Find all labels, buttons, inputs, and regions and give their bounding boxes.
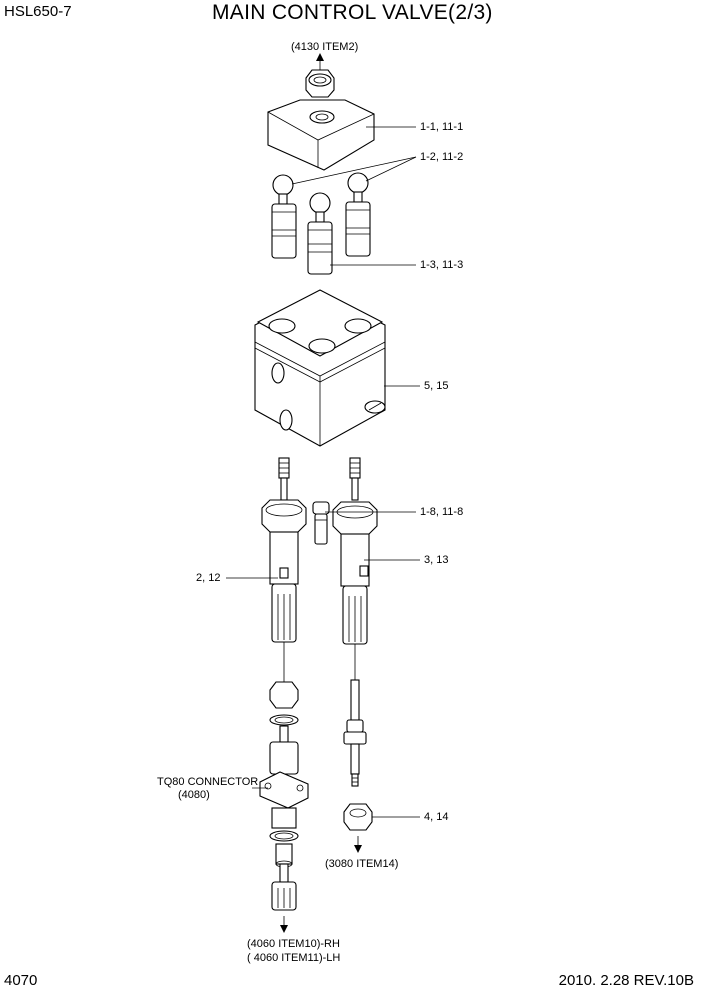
down-arrow-bottom-icon [280, 916, 288, 933]
handle-left [261, 457, 307, 682]
bolt [312, 501, 330, 545]
ball-left [272, 174, 294, 205]
rod-right [343, 679, 367, 787]
nut-label: 4, 14 [424, 811, 449, 823]
ref-lh-label: ( 4060 ITEM11)-LH [247, 952, 341, 964]
cover-label: 1-1, 11-1 [420, 121, 464, 133]
spool-label: 1-3, 11-3 [420, 259, 464, 271]
body-label: 5, 15 [424, 380, 449, 392]
connector-stack [259, 681, 309, 911]
ref-top-label: (4130 ITEM2) [291, 41, 359, 53]
ref-nut-label: (3080 ITEM14) [325, 858, 399, 870]
down-arrow-icon [354, 836, 362, 853]
nut-right [343, 803, 373, 831]
spool-right [345, 201, 371, 257]
leader-lines [226, 126, 420, 818]
bolt-label: 1-8, 11-8 [420, 506, 464, 518]
handle-left-label: 2, 12 [196, 572, 221, 584]
page-title: MAIN CONTROL VALVE(2/3) [212, 1, 493, 24]
ref-rh-label: (4060 ITEM10)-RH [247, 938, 340, 950]
ball-label: 1-2, 11-2 [420, 151, 464, 163]
page-number: 4070 [4, 972, 38, 989]
ball-right [347, 172, 369, 203]
model-code: HSL650-7 [4, 3, 72, 20]
handle-right [332, 457, 378, 680]
cover-block [267, 99, 375, 171]
up-arrow-icon [316, 53, 324, 70]
handle-right-label: 3, 13 [424, 554, 449, 566]
connector-name-label: TQ80 CONNECTOR [157, 776, 259, 788]
spool-center [307, 221, 333, 275]
ball-center [309, 192, 331, 223]
connector-ref-label: (4080) [178, 789, 210, 801]
spool-left [271, 203, 297, 259]
top-nut [305, 69, 335, 98]
revision-date: 2010. 2.28 REV.10B [558, 972, 694, 989]
valve-body [254, 289, 386, 447]
